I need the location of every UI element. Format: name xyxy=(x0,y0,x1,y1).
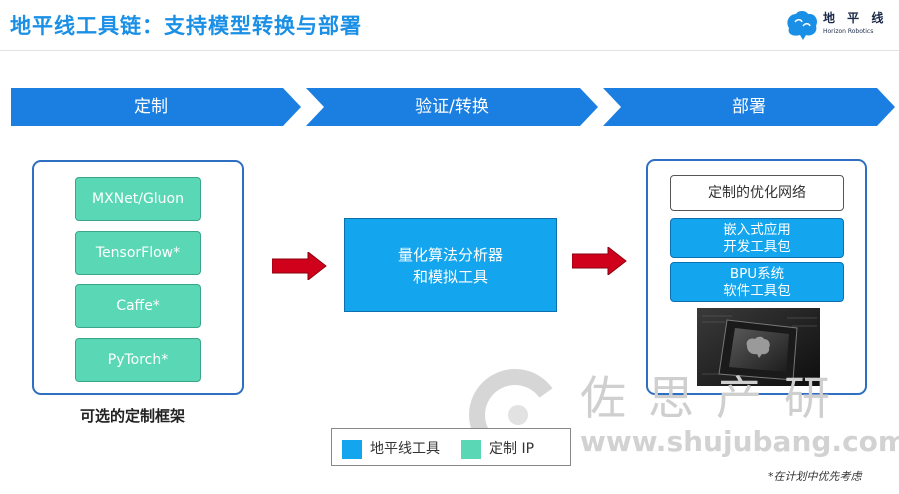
center-line-2: 和模拟工具 xyxy=(412,268,488,286)
embedded-line-2: 开发工具包 xyxy=(723,239,791,255)
stage-label: 定制 xyxy=(134,97,168,117)
legend-label-custom: 定制 IP xyxy=(489,441,535,457)
logo-subtext: Horizon Robotics xyxy=(823,28,874,35)
legend-swatch-horizon xyxy=(342,440,362,459)
page-title: 地平线工具链：支持模型转换与部署 xyxy=(10,14,362,38)
frameworks-caption: 可选的定制框架 xyxy=(80,407,186,425)
framework-pytorch: PyTorch* xyxy=(75,338,201,382)
bpu-sdk-box: BPU系统 软件工具包 xyxy=(670,262,844,302)
watermark-text: 佐思产研 xyxy=(580,371,852,425)
bpu-line-2: 软件工具包 xyxy=(723,283,791,299)
framework-caffe: Caffe* xyxy=(75,284,201,328)
chip-image xyxy=(697,308,820,386)
legend xyxy=(331,428,571,466)
logo-text: 地 平 线 xyxy=(823,11,888,25)
optimized-network-box: 定制的优化网络 xyxy=(670,175,844,211)
footnote: *在计划中优先考虑 xyxy=(768,470,862,483)
embedded-line-1: 嵌入式应用 xyxy=(723,222,791,238)
embedded-sdk-box: 嵌入式应用 开发工具包 xyxy=(670,218,844,258)
framework-mxnet: MXNet/Gluon xyxy=(75,177,201,221)
horizon-brain-icon xyxy=(787,11,818,40)
bpu-line-1: BPU系统 xyxy=(729,266,785,282)
stage-chevron-deploy: 部署 xyxy=(603,88,895,126)
stage-label: 部署 xyxy=(732,97,766,117)
right-arrow-icon xyxy=(272,252,327,280)
center-line-1: 量化算法分析器 xyxy=(397,246,503,264)
quantization-analyzer-box: 量化算法分析器 和模拟工具 xyxy=(344,218,557,312)
watermark-url: www.shujubang.com xyxy=(580,425,899,458)
framework-tensorflow: TensorFlow* xyxy=(75,231,201,275)
stage-chevron-validate: 验证/转换 xyxy=(306,88,598,126)
stage-label: 验证/转换 xyxy=(415,97,489,117)
legend-label-horizon: 地平线工具 xyxy=(370,441,440,457)
right-arrow-icon xyxy=(572,247,627,275)
legend-swatch-custom xyxy=(461,440,481,459)
title-divider xyxy=(0,50,899,51)
stage-chevron-customize: 定制 xyxy=(11,88,301,126)
